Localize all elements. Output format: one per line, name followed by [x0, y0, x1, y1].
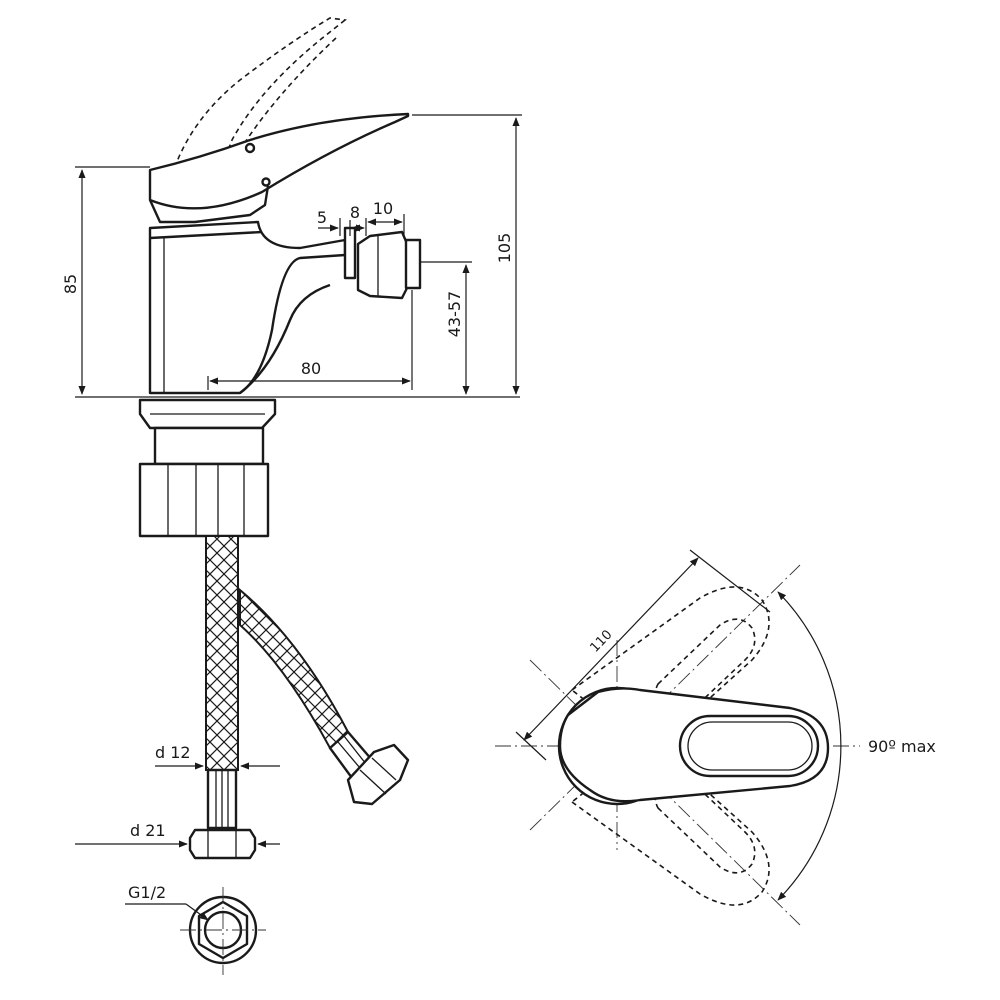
straight-hose	[205, 535, 239, 771]
faucet-side-view	[138, 17, 422, 538]
label-thread: G1/2	[128, 883, 166, 902]
dim-80: 80	[301, 359, 321, 378]
hose-hex-nut	[188, 828, 257, 860]
lever-screw	[261, 177, 271, 187]
dim-85: 85	[61, 274, 80, 294]
dimension-labels: 85 105 43-57 80 5 8 10 110 90º max d 12 …	[61, 199, 936, 902]
body-top-line	[149, 230, 263, 240]
dim-110: 110	[587, 627, 615, 655]
dim-43-57: 43-57	[445, 291, 464, 338]
lever-raised-inner	[239, 37, 337, 151]
aerator	[343, 226, 422, 300]
fitting-end-view	[180, 887, 266, 975]
mounting-nut	[138, 462, 270, 538]
lever-cap-detail	[148, 185, 270, 224]
dim-105: 105	[495, 233, 514, 264]
label-hose-diameter: d 12	[155, 743, 191, 762]
handle-rotated-up	[570, 586, 770, 754]
top-view	[495, 549, 860, 926]
dim-rotation: 90º max	[868, 737, 936, 756]
dim-5: 5	[317, 208, 327, 227]
faucet-body	[148, 220, 347, 395]
dimension-lines	[75, 114, 522, 921]
dim-10: 10	[373, 199, 393, 218]
dim-8: 8	[350, 203, 360, 222]
hoses	[180, 535, 410, 975]
curved-hose-nut	[346, 743, 410, 806]
handle-rotated-down	[570, 738, 770, 906]
lever	[148, 112, 410, 210]
shank	[153, 426, 265, 466]
lever-pivot	[244, 142, 256, 154]
label-nut-diameter: d 21	[130, 821, 166, 840]
curved-hose	[239, 587, 350, 750]
rotation-arc	[777, 591, 842, 901]
